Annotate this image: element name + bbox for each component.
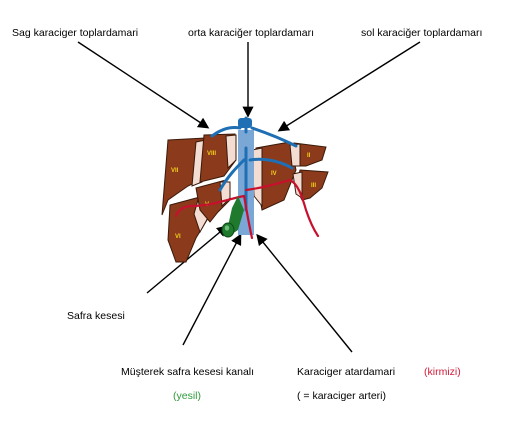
- left-hepatic-vein-label: sol karaciğer toplardamarı: [361, 27, 483, 39]
- hepatic-artery-label: Karaciger atardamari: [297, 366, 396, 378]
- portal-branch-left: [248, 157, 294, 170]
- common-bile-duct-label: Müşterek safra kesesi kanalı: [121, 366, 255, 378]
- segment-viii-number: VIII: [207, 151, 216, 157]
- segment-ii-cut: [289, 143, 301, 167]
- hepatic-artery-pointer: [256, 233, 353, 353]
- right-hepatic-vein: [210, 126, 242, 138]
- right-hepatic-vein-pointer: [77, 41, 210, 129]
- segment-iii-number: III: [311, 183, 316, 189]
- left-hepatic-vein-pointer: [277, 41, 421, 132]
- segment-iv-number: IV: [271, 171, 277, 177]
- segment-ii-number: II: [307, 153, 311, 159]
- segment-vi-number: VI: [175, 234, 181, 240]
- middle-hepatic-vein-label: orta karaciğer toplardamarı: [188, 27, 315, 39]
- segment-vii-number: VII: [171, 168, 179, 174]
- hepatic-artery-left-branch: [244, 178, 320, 238]
- common-bile-duct-pointer: [182, 233, 242, 346]
- right-hepatic-vein-label: Sag karaciger toplardamari: [12, 27, 139, 39]
- gallbladder-label: Safra kesesi: [67, 310, 125, 322]
- gallbladder-highlight: [224, 225, 230, 231]
- hepatic-artery-right-branch: [174, 194, 246, 218]
- hepatic-vein-confluence: [238, 118, 252, 128]
- hepatic-artery-color-label: (kirmizi): [424, 366, 461, 378]
- segment-viii-cut: [225, 134, 237, 170]
- common-bile-duct-color-label: (yesil): [173, 390, 201, 402]
- portal-branch-right: [218, 158, 246, 192]
- left-hepatic-vein: [250, 126, 298, 148]
- hepatic-artery: [242, 194, 254, 240]
- hepatic-artery-note-label: ( = karaciger arteri): [297, 390, 386, 402]
